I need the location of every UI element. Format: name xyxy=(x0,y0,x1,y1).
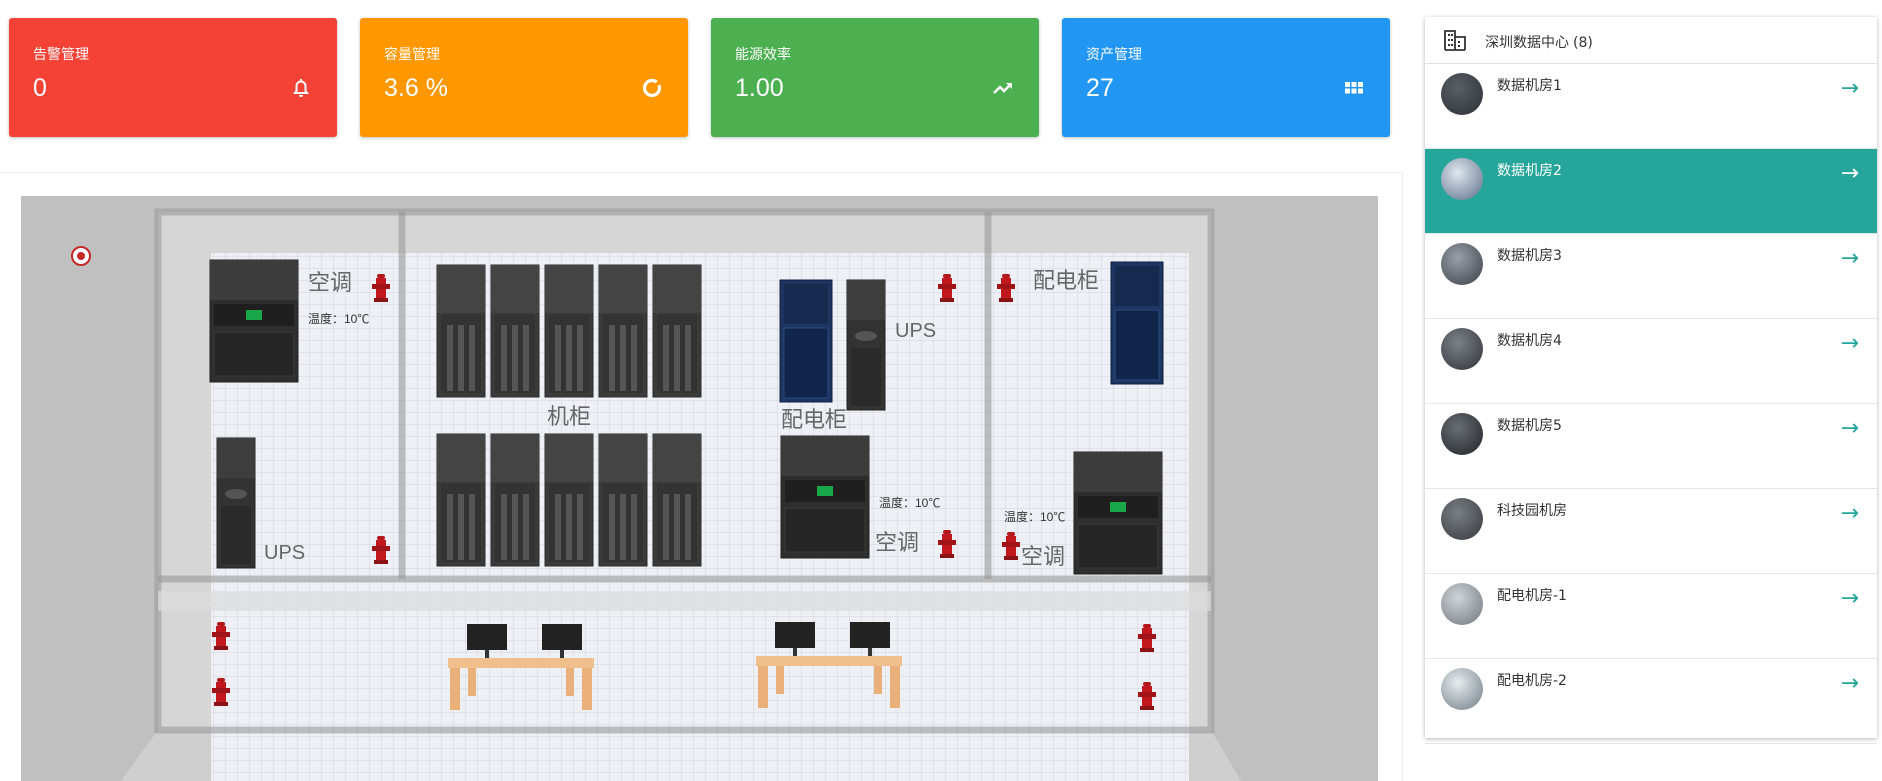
room-thumbnail xyxy=(1441,73,1483,115)
energy-card[interactable]: 能源效率 1.00 xyxy=(711,18,1039,137)
alarm-card-title: 告警管理 xyxy=(33,47,89,63)
room-item[interactable]: 数据机房5 → xyxy=(1425,404,1877,489)
arrow-right-icon[interactable]: → xyxy=(1840,501,1859,526)
room-item[interactable]: 数据机房4 → xyxy=(1425,319,1877,404)
alarm-card[interactable]: 告警管理 0 xyxy=(9,18,337,137)
room-thumbnail xyxy=(1441,413,1483,455)
label-temp-1: 温度：10℃ xyxy=(308,311,369,326)
arrow-right-icon[interactable]: → xyxy=(1840,331,1859,356)
room-name: 配电机房-2 xyxy=(1497,673,1567,689)
panel-title: 深圳数据中心(8) xyxy=(1485,35,1593,51)
room-item[interactable]: 配电机房-1 → xyxy=(1425,574,1877,659)
grid-icon xyxy=(1345,82,1363,94)
label-ac-2: 空调 xyxy=(875,530,919,555)
room-name: 配电机房-1 xyxy=(1497,588,1567,604)
label-ups-2: UPS xyxy=(895,320,936,342)
room-item[interactable]: 配电机房-2 → xyxy=(1425,659,1877,744)
asset-card-title: 资产管理 xyxy=(1086,47,1142,63)
asset-card-value: 27 xyxy=(1086,74,1114,102)
trending-up-icon xyxy=(993,83,1012,94)
arrow-right-icon[interactable]: → xyxy=(1840,161,1859,186)
energy-card-value: 1.00 xyxy=(735,74,784,102)
arrow-right-icon[interactable]: → xyxy=(1840,586,1859,611)
label-ac-3: 空调 xyxy=(1021,544,1065,569)
donut-chart-icon xyxy=(642,78,662,98)
capacity-card-value: 3.6 % xyxy=(384,74,448,102)
room-name: 数据机房1 xyxy=(1497,78,1562,94)
alarm-card-value: 0 xyxy=(33,74,47,102)
label-ups-1: UPS xyxy=(264,542,305,564)
panel-count: (8) xyxy=(1573,35,1593,51)
room-thumbnail xyxy=(1441,158,1483,200)
asset-card[interactable]: 资产管理 27 xyxy=(1062,18,1390,137)
label-ac-1: 空调 xyxy=(308,270,352,295)
bell-icon xyxy=(293,79,309,97)
label-temp-3: 温度：10℃ xyxy=(1004,509,1065,524)
floorplan-view[interactable]: 空调 温度：10℃ UPS 机柜 UPS 配电柜 温度：10℃ 空调 配电柜 温… xyxy=(21,196,1378,781)
arrow-right-icon[interactable]: → xyxy=(1840,416,1859,441)
room-thumbnail xyxy=(1441,498,1483,540)
content-divider xyxy=(0,172,1402,173)
room-thumbnail xyxy=(1441,668,1483,710)
room-item[interactable]: 数据机房1 → xyxy=(1425,64,1877,149)
panel-header: 深圳数据中心(8) xyxy=(1425,17,1877,64)
room-item[interactable]: 数据机房2 → xyxy=(1425,149,1877,234)
room-thumbnail xyxy=(1441,583,1483,625)
room-item[interactable]: 科技园机房 → xyxy=(1425,489,1877,574)
arrow-right-icon[interactable]: → xyxy=(1840,671,1859,696)
room-name: 数据机房2 xyxy=(1497,163,1562,179)
building-icon xyxy=(1444,30,1466,51)
camera-marker[interactable] xyxy=(71,246,91,266)
room-name: 数据机房5 xyxy=(1497,418,1562,434)
arrow-right-icon[interactable]: → xyxy=(1840,76,1859,101)
label-cabinet: 机柜 xyxy=(547,404,591,429)
label-temp-2: 温度：10℃ xyxy=(879,495,940,510)
room-thumbnail xyxy=(1441,243,1483,285)
room-name: 数据机房3 xyxy=(1497,248,1562,264)
panel-divider xyxy=(1402,172,1403,781)
arrow-right-icon[interactable]: → xyxy=(1840,246,1859,271)
room-list: 数据机房1→数据机房2→数据机房3→数据机房4→数据机房5→科技园机房→配电机房… xyxy=(1425,64,1877,744)
room-name: 数据机房4 xyxy=(1497,333,1562,349)
room-thumbnail xyxy=(1441,328,1483,370)
energy-card-title: 能源效率 xyxy=(735,47,791,63)
room-name: 科技园机房 xyxy=(1497,503,1567,519)
label-power-cabinet-2: 配电柜 xyxy=(1033,268,1099,293)
capacity-card-title: 容量管理 xyxy=(384,47,440,63)
label-power-cabinet-1: 配电柜 xyxy=(781,407,847,432)
capacity-card[interactable]: 容量管理 3.6 % xyxy=(360,18,688,137)
datacenter-panel: 深圳数据中心(8) 数据机房1 → 数据机房2 → 数据机房3 → 数据机房4 → 数据机房5 →… xyxy=(1425,17,1877,744)
room-item[interactable]: 数据机房3 → xyxy=(1425,234,1877,319)
